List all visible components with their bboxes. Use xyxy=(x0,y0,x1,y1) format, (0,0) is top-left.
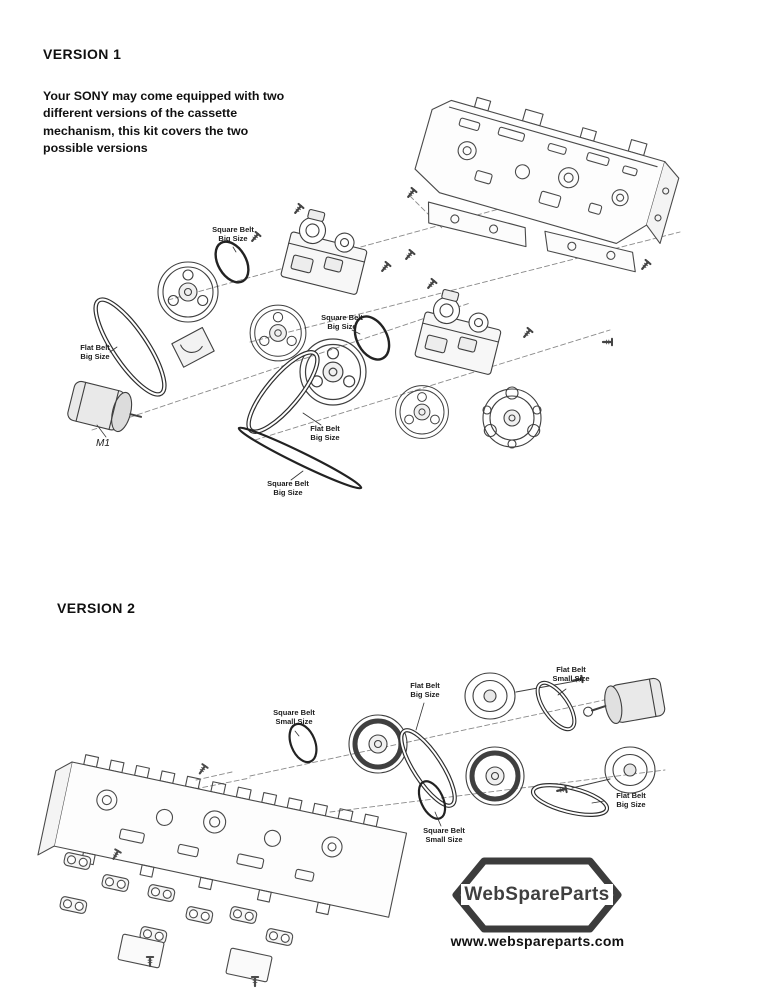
v2-square-belt-small-top-drawing xyxy=(288,722,318,764)
label-square-belt-small-top: Square Belt Small Size xyxy=(273,708,315,727)
label-square-belt-big-bottom: Square Belt Big Size xyxy=(267,479,309,498)
v2-tire-pulley-mid xyxy=(466,747,524,805)
v1-pulley-right xyxy=(395,385,449,439)
website-url: www.webspareparts.com xyxy=(450,933,625,949)
v1-head-mechanism-1 xyxy=(279,205,375,296)
v2-chassis-drawing xyxy=(37,754,408,918)
v1-flywheel xyxy=(299,338,367,406)
version1-heading: VERSION 1 xyxy=(43,46,122,62)
v1-holder-bracket xyxy=(171,326,215,368)
v2-flat-belt-small-drawing xyxy=(535,680,577,732)
label-flat-belt-small: Flat Belt Small Size xyxy=(552,665,590,684)
v1-square-belt-bottom-drawing xyxy=(237,426,363,490)
v1-pulley-large xyxy=(157,261,219,323)
webspareparts-logo-text: WebSpareParts xyxy=(452,884,622,906)
v1-mode-gear xyxy=(482,386,542,449)
v2-disc-pulley-top xyxy=(464,672,516,720)
v2-motor-drawing xyxy=(583,677,666,725)
v1-motor-drawing xyxy=(65,379,147,438)
v1-flat-belt-left-drawing xyxy=(93,297,167,397)
v2-flat-belt-big-top-drawing xyxy=(399,728,457,808)
label-square-belt-big-mid: Square Belt Big Size xyxy=(321,313,363,332)
label-flat-belt-big-top: Flat Belt Big Size xyxy=(410,681,440,700)
v1-square-belt-top-drawing xyxy=(214,240,250,284)
v1-head-mechanism-2 xyxy=(413,285,509,376)
v1-square-belt-mid-drawing xyxy=(353,315,391,361)
v1-leader-lines xyxy=(109,246,361,481)
v2-disc-pulley-right xyxy=(604,746,656,794)
label-motor-m1: M1 xyxy=(96,438,110,449)
v1-pulley-mid xyxy=(249,304,307,362)
version1-drawing xyxy=(65,96,681,490)
v2-square-belt-small-bottom-drawing xyxy=(417,780,447,820)
version2-heading: VERSION 2 xyxy=(57,600,136,616)
v2-subassemblies xyxy=(58,763,294,988)
v1-chassis-drawing xyxy=(414,96,680,273)
brand-name: WebSpareParts xyxy=(461,884,613,905)
intro-text: Your SONY may come equipped with two dif… xyxy=(43,89,285,156)
label-square-belt-small-bottom: Square Belt Small Size xyxy=(423,826,465,845)
label-flat-belt-big-mid: Flat Belt Big Size xyxy=(310,424,340,443)
label-flat-belt-big-right: Flat Belt Big Size xyxy=(616,791,646,810)
v2-leader-lines xyxy=(294,688,605,827)
label-square-belt-big-top: Square Belt Big Size xyxy=(212,225,254,244)
v2-flat-belt-big-right-drawing xyxy=(530,783,610,817)
version2-drawing xyxy=(37,672,666,988)
label-flat-belt-big-left: Flat Belt Big Size xyxy=(80,343,110,362)
